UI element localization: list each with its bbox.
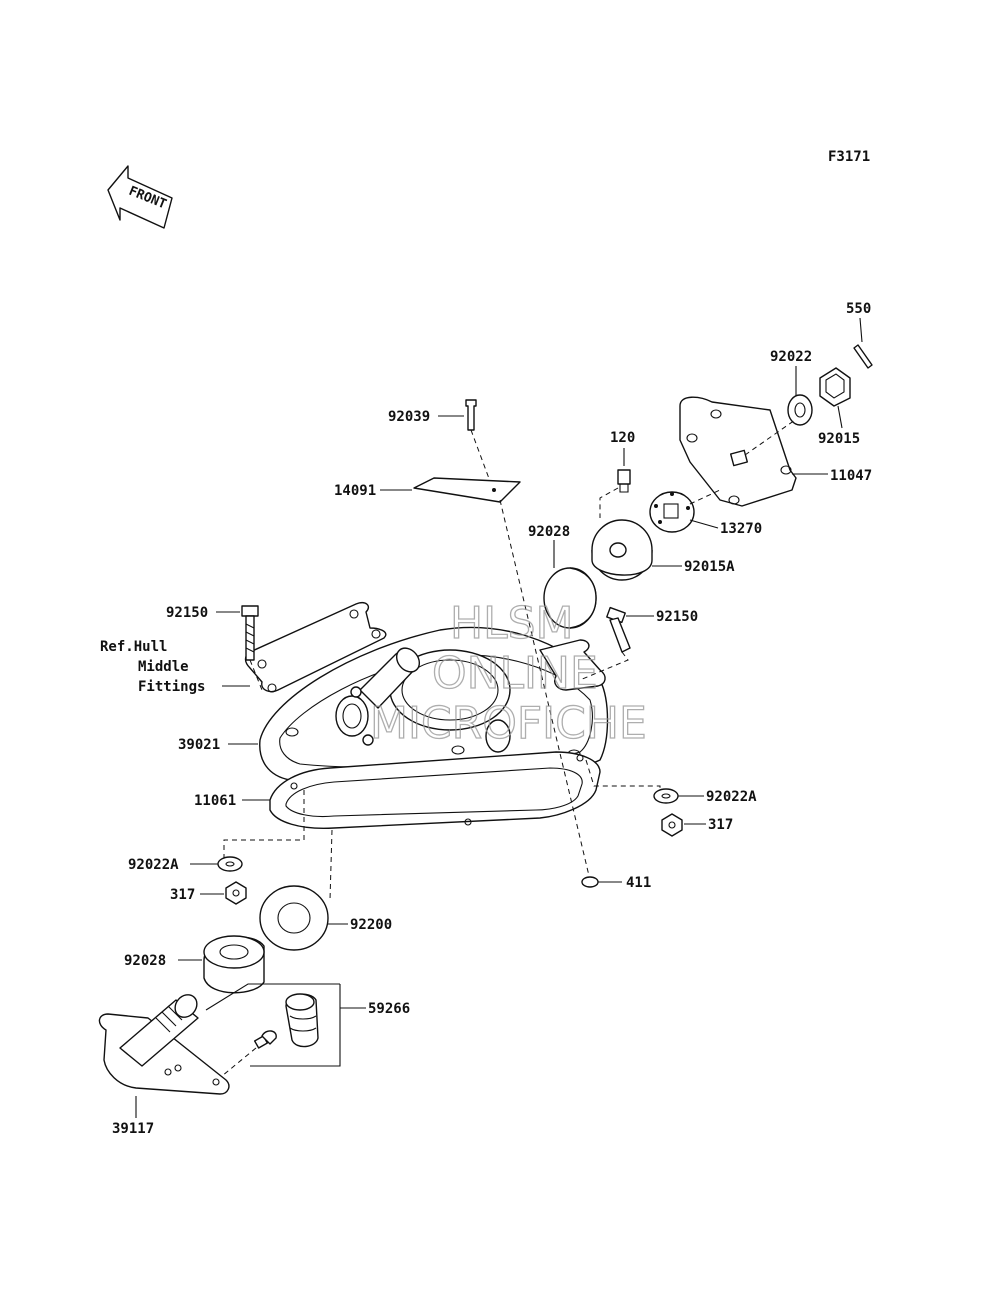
part-label-92150-right[interactable]: 92150 xyxy=(656,609,698,625)
nut-part-right xyxy=(661,813,683,837)
small-washer-part xyxy=(581,876,599,888)
flange-bolt-part-right xyxy=(606,606,631,653)
part-label-92039[interactable]: 92039 xyxy=(388,409,430,425)
washer-part-lower-left xyxy=(217,856,243,872)
part-label-92150-left[interactable]: 92150 xyxy=(166,605,208,621)
grommet-set-part xyxy=(253,993,319,1049)
gasket-part xyxy=(269,751,601,830)
part-label-13270[interactable]: 13270 xyxy=(720,521,762,537)
pin-part xyxy=(465,399,477,431)
watermark: HLSM ONLINE MICROFICHE xyxy=(369,597,647,749)
reference-note-line-1: Ref.Hull xyxy=(100,639,167,655)
reference-note-line-3: Fittings xyxy=(138,679,205,695)
part-label-39117[interactable]: 39117 xyxy=(112,1121,154,1137)
steering-arm-part xyxy=(98,994,230,1095)
part-label-92028-lower[interactable]: 92028 xyxy=(124,953,166,969)
part-label-92022A-right[interactable]: 92022A xyxy=(706,789,757,805)
watermark-line-3: MICROFICHE xyxy=(370,698,647,749)
part-label-59266[interactable]: 59266 xyxy=(368,1001,410,1017)
hull-fitting-ref-part-right xyxy=(539,639,606,691)
part-label-92022A-left[interactable]: 92022A xyxy=(128,857,179,873)
cover-plate-part xyxy=(413,477,521,503)
part-label-11047[interactable]: 11047 xyxy=(830,468,872,484)
hull-fitting-ref-part xyxy=(244,602,387,693)
part-label-550[interactable]: 550 xyxy=(846,301,871,317)
steering-bracket-part xyxy=(679,396,797,507)
flange-bolt-part-left xyxy=(241,605,259,661)
cotter-pin-part xyxy=(853,344,873,369)
watermark-line-2: ONLINE xyxy=(432,648,598,699)
reference-note-line-2: Middle xyxy=(138,659,189,675)
bushing-part-lower xyxy=(203,935,265,994)
part-label-11061[interactable]: 11061 xyxy=(194,793,236,809)
pump-housing-part xyxy=(259,626,609,785)
spacer-part xyxy=(591,519,653,581)
part-label-120[interactable]: 120 xyxy=(610,430,635,446)
part-label-92200[interactable]: 92200 xyxy=(350,917,392,933)
part-label-92015A[interactable]: 92015A xyxy=(684,559,735,575)
plate-part xyxy=(649,491,695,533)
part-label-92022[interactable]: 92022 xyxy=(770,349,812,365)
reference-note: Ref.Hull Middle Fittings xyxy=(100,639,205,695)
seal-part xyxy=(259,885,329,951)
part-label-92015[interactable]: 92015 xyxy=(818,431,860,447)
part-label-317-left[interactable]: 317 xyxy=(170,887,195,903)
castle-nut-part xyxy=(819,367,851,407)
washer-part-lower-right xyxy=(653,788,679,804)
part-label-317-right[interactable]: 317 xyxy=(708,817,733,833)
part-label-411[interactable]: 411 xyxy=(626,875,651,891)
part-label-39021[interactable]: 39021 xyxy=(178,737,220,753)
part-labels: 550 92022 92015 11047 92039 120 14091 13… xyxy=(112,301,872,1137)
front-arrow-icon: FRONT xyxy=(107,165,173,229)
figure-code: F3171 xyxy=(828,149,870,165)
part-label-14091[interactable]: 14091 xyxy=(334,483,376,499)
part-label-92028-upper[interactable]: 92028 xyxy=(528,524,570,540)
washer-part xyxy=(787,394,813,426)
watermark-line-1: HLSM xyxy=(450,598,574,649)
bolt-part xyxy=(617,469,631,493)
nut-part-left xyxy=(225,881,247,905)
bushing-part-upper xyxy=(543,567,597,629)
